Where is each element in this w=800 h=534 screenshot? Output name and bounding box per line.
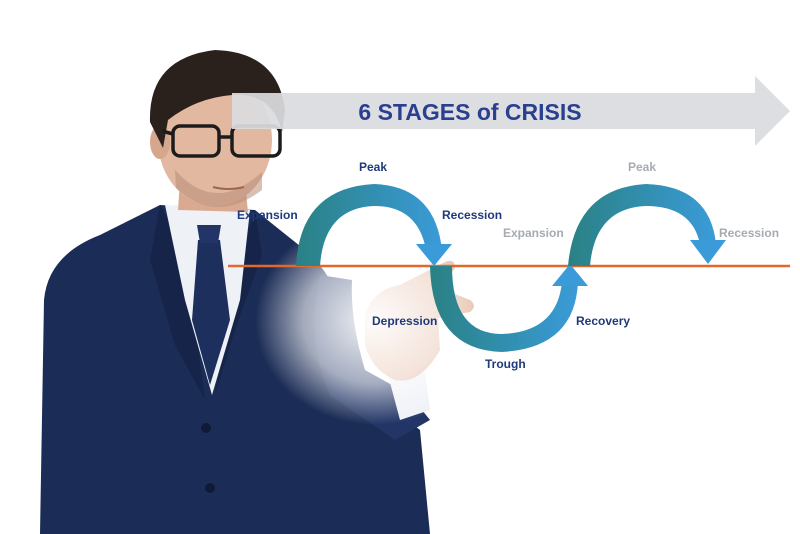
cycle1-recession-arrowhead — [416, 244, 452, 266]
banner-title: 6 STAGES of CRISIS — [358, 99, 581, 125]
label-peak: Peak — [359, 160, 387, 174]
cycle1-trough-arc — [430, 264, 588, 352]
label-recession-faded: Recession — [719, 226, 779, 240]
tie — [192, 240, 230, 385]
label-peak-faded: Peak — [628, 160, 656, 174]
label-depression: Depression — [372, 314, 437, 328]
label-recession: Recession — [442, 208, 502, 222]
cycle2-peak-arc — [568, 184, 726, 266]
label-expansion: Expansion — [237, 208, 298, 222]
label-expansion-faded: Expansion — [503, 226, 564, 240]
cycle2-recession-arrowhead — [690, 240, 726, 264]
cycle1-peak-arc — [296, 184, 452, 266]
hair — [149, 50, 285, 148]
label-trough: Trough — [485, 357, 526, 371]
title-banner-arrow: 6 STAGES of CRISIS — [232, 76, 790, 146]
left-lapel — [150, 205, 205, 400]
cycle1-recovery-arrowhead — [552, 264, 588, 286]
label-recovery: Recovery — [576, 314, 630, 328]
